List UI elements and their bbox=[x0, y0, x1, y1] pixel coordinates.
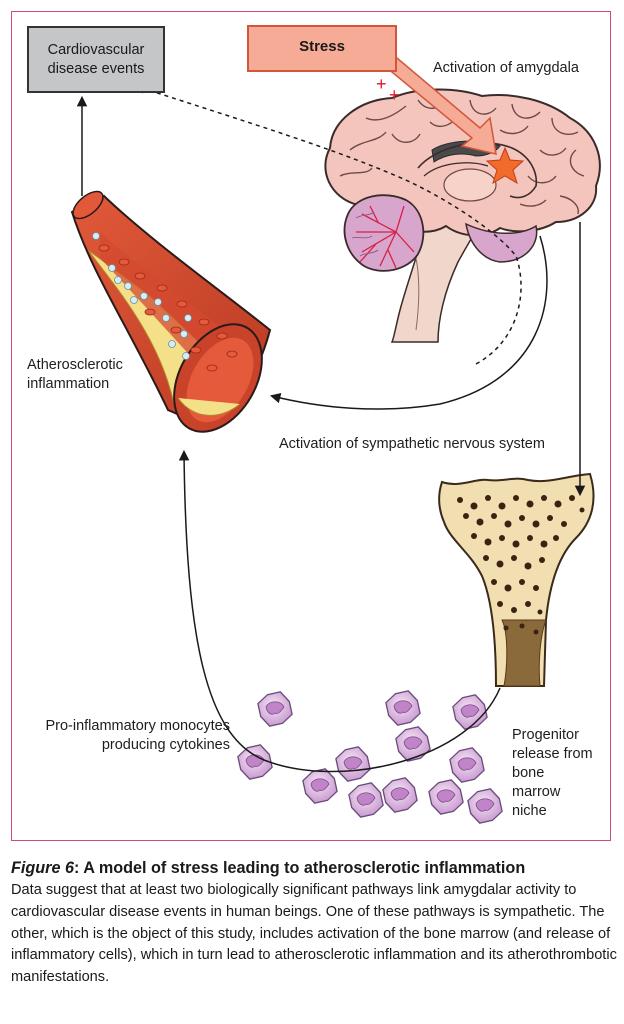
monocytes-label-line-1: Pro-inflammatory monocytes bbox=[45, 718, 230, 734]
plus-sign-2: + bbox=[389, 85, 400, 105]
caption-body: Data suggest that at least two biologica… bbox=[11, 882, 617, 986]
bone-illustration bbox=[438, 472, 595, 687]
monocyte-nucleus bbox=[460, 704, 480, 718]
progenitor-label-line-4: marrow bbox=[512, 784, 561, 800]
progenitor-label-line-5: niche bbox=[512, 803, 547, 819]
cerebellum bbox=[343, 194, 425, 272]
progenitor-label: Progenitor release from bone marrow nich… bbox=[512, 726, 593, 821]
figure-caption: Figure 6: A model of stress leading to a… bbox=[11, 857, 617, 989]
monocyte-nucleus bbox=[403, 736, 423, 750]
pathway-arrows bbox=[76, 83, 586, 773]
monocyte-nucleus bbox=[390, 787, 410, 801]
diagram-artwork: + + bbox=[70, 56, 601, 824]
amygdala-label: Activation of amygdala bbox=[433, 60, 579, 76]
stress-label: Stress bbox=[299, 38, 345, 55]
monocyte-nucleus bbox=[356, 792, 376, 806]
athero-label-line-2: inflammation bbox=[27, 376, 110, 392]
monocytes-label-line-2: producing cytokines bbox=[101, 737, 230, 753]
monocyte-cluster bbox=[237, 690, 503, 824]
cvd-events-label: Cardiovascular disease events bbox=[47, 41, 145, 77]
figure-frame bbox=[11, 11, 611, 841]
monocyte-nucleus bbox=[436, 789, 456, 803]
dashed-sympathetic-arrow bbox=[134, 83, 522, 365]
progenitor-label-line-1: Progenitor bbox=[512, 727, 579, 743]
arrow-monocyte-to-athero bbox=[178, 449, 501, 773]
progenitor-label-line-3: bone bbox=[512, 765, 545, 781]
plus-sign-1: + bbox=[376, 74, 387, 94]
sympathetic-label: Activation of sympathetic nervous system bbox=[279, 436, 545, 452]
monocyte-nucleus bbox=[310, 778, 330, 792]
caption-title: Figure 6: A model of stress leading to a… bbox=[11, 857, 617, 879]
brainstem bbox=[390, 211, 488, 343]
cvd-events-box: Cardiovascular disease events bbox=[27, 26, 165, 93]
arrow-brain-to-athero bbox=[269, 235, 548, 410]
monocytes-label: Pro-inflammatory monocytes producing cyt… bbox=[21, 717, 230, 755]
monocyte-nucleus bbox=[393, 700, 413, 714]
athero-label: Atherosclerotic inflammation bbox=[27, 356, 123, 394]
progenitor-label-line-2: release from bbox=[512, 746, 593, 762]
caption-title-text: : A model of stress leading to atheroscl… bbox=[73, 859, 526, 877]
amygdala-star bbox=[485, 146, 525, 185]
monocyte-nucleus bbox=[265, 701, 285, 715]
stress-box: Stress bbox=[247, 25, 397, 72]
athero-label-line-1: Atherosclerotic bbox=[27, 357, 123, 373]
artery-illustration bbox=[70, 190, 272, 433]
monocyte-nucleus bbox=[475, 798, 495, 812]
caption-figure-label: Figure 6 bbox=[11, 859, 74, 877]
stress-arrow bbox=[385, 56, 497, 155]
monocyte-nucleus bbox=[457, 757, 477, 771]
monocyte-nucleus bbox=[343, 756, 363, 770]
